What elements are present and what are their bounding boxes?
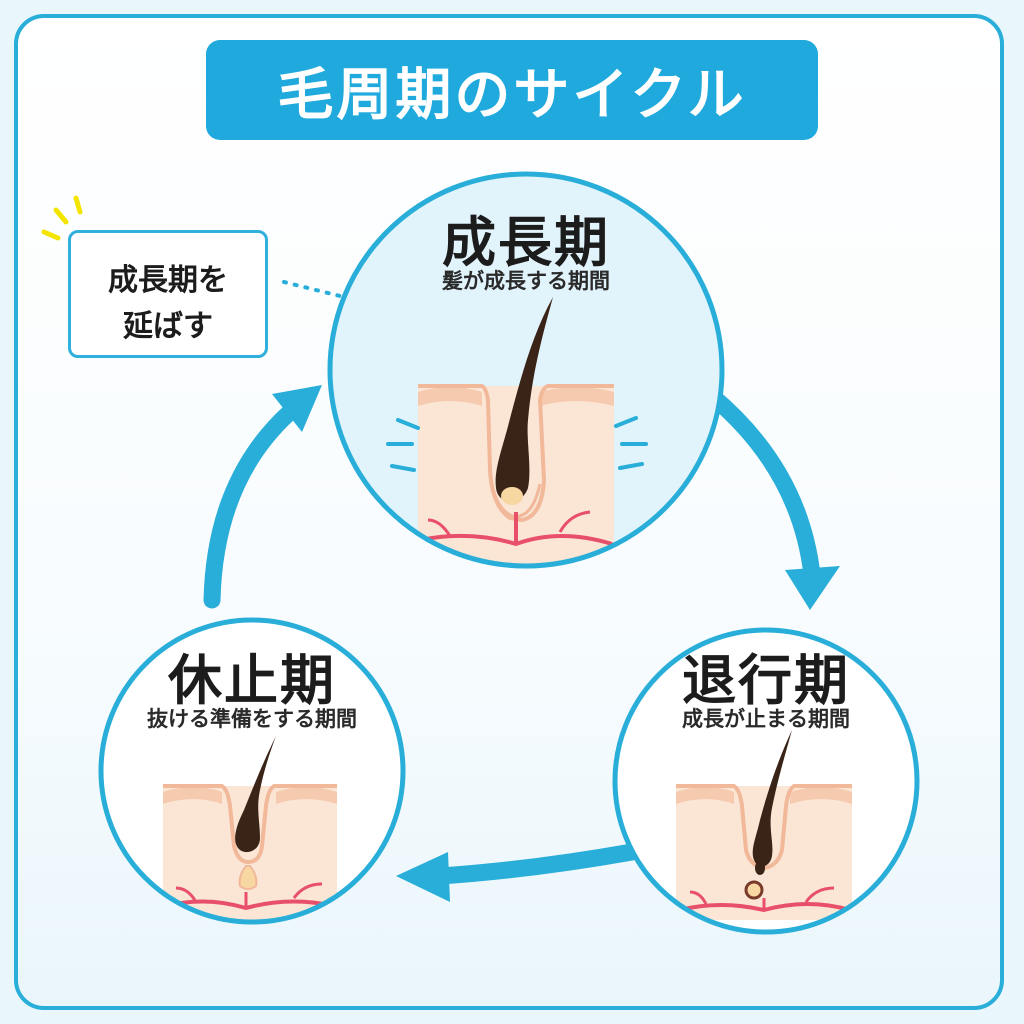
callout-box: 成長期を 延ばす [68, 230, 268, 358]
catagen-title: 退行期 [682, 649, 850, 712]
arrow-to-telogen [396, 843, 641, 902]
arrow-to-growth [203, 385, 322, 609]
stage-telogen [98, 617, 406, 925]
stage-catagen [612, 627, 920, 935]
catagen-subtitle: 成長が止まる期間 [682, 707, 850, 731]
callout-line-1: 成長期を [108, 263, 228, 298]
growth-title: 成長期 [442, 211, 610, 274]
telogen-title: 休止期 [168, 649, 336, 712]
growth-motion-lines [386, 416, 648, 472]
stage-growth [327, 171, 725, 569]
arrow-to-catagen [703, 387, 840, 610]
callout-line-2: 延ばす [123, 309, 213, 344]
growth-subtitle: 髪が成長する期間 [442, 269, 610, 293]
title-banner: 毛周期のサイクル [206, 40, 818, 140]
highlight-sparks [41, 195, 83, 241]
telogen-subtitle: 抜ける準備をする期間 [147, 707, 357, 731]
